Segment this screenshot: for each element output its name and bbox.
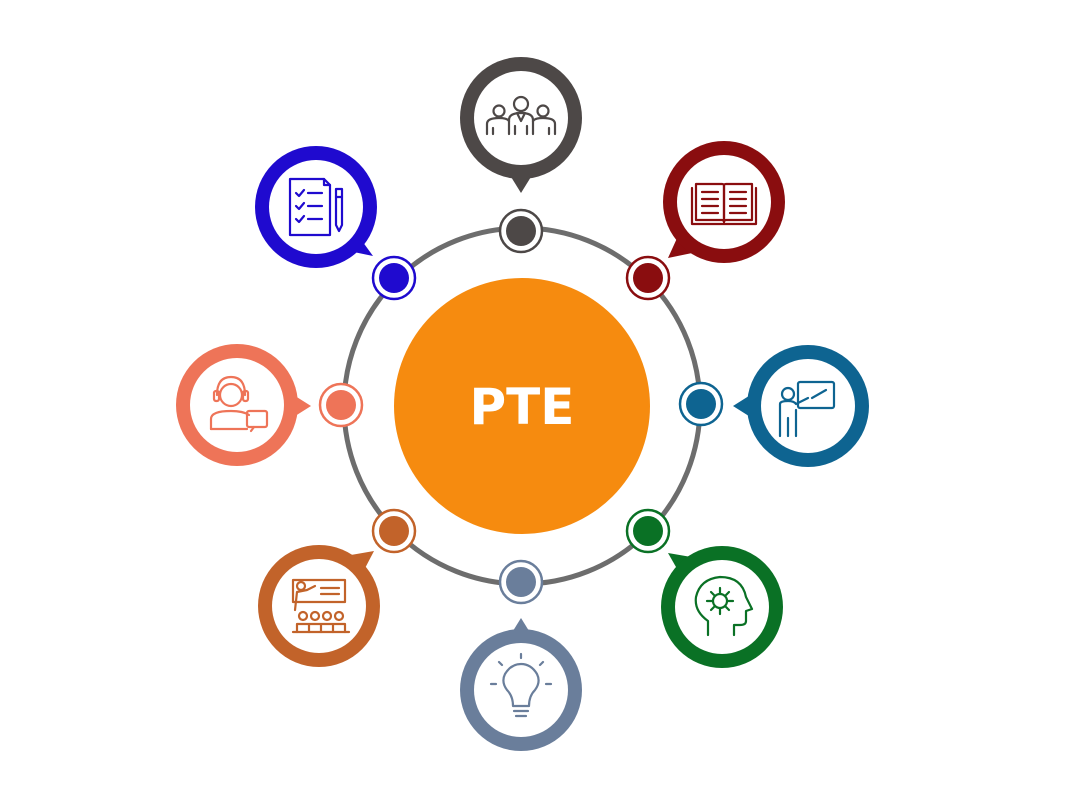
- ring-dot-presentation: [371, 508, 417, 554]
- headset-support-icon: [209, 375, 269, 433]
- head-with-gear-icon: [694, 575, 754, 637]
- ring-dot-reading: [625, 255, 671, 301]
- open-book-icon: [690, 182, 758, 226]
- center-label: PTE: [470, 378, 575, 436]
- bubble-ideas: [460, 618, 582, 751]
- bubble-thinking: [661, 546, 783, 668]
- lightbulb-icon: [489, 652, 553, 718]
- bubble-team: [460, 57, 582, 193]
- checklist-pencil-icon: [288, 177, 344, 237]
- center-circle: [394, 278, 650, 534]
- bubble-presentation: [258, 545, 380, 667]
- classroom-audience-icon: [291, 578, 351, 634]
- bubble-reading: [663, 141, 785, 263]
- teacher-at-board-icon: [778, 380, 836, 438]
- ring-dot-checklist: [371, 255, 417, 301]
- group-of-people-icon: [485, 95, 557, 136]
- ring-dot-team: [498, 208, 544, 254]
- ring-dot-ideas: [498, 559, 544, 605]
- bubble-support: [176, 344, 311, 466]
- ring-dot-thinking: [625, 508, 671, 554]
- ring-dot-support: [318, 382, 364, 428]
- bubble-checklist: [255, 146, 377, 268]
- ring-dot-teaching: [678, 381, 724, 427]
- bubble-teaching: [733, 345, 869, 467]
